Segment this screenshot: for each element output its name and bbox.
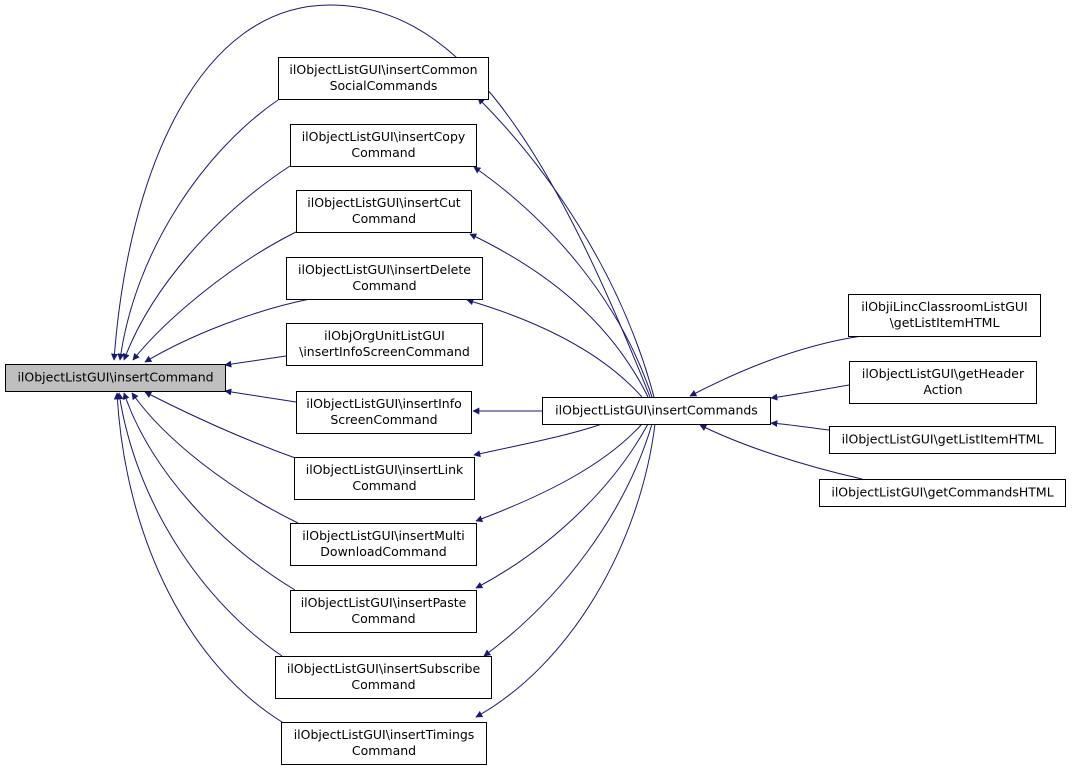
edge-insertCommands-to-insertCopyCommand	[473, 166, 653, 398]
node-getCommandsHTML[interactable]: ilObjectListGUI\getCommandsHTML	[819, 479, 1066, 507]
node-label: Command	[352, 211, 416, 226]
edge-insertLinkCommand-to-insertCommand	[144, 391, 299, 460]
edge-getCommandsHTML-to-insertCommands	[699, 424, 863, 480]
node-label: Command	[351, 611, 415, 626]
node-orgUnitInsertInfoScreenCommand[interactable]: ilObjOrgUnitListGUI\insertInfoScreenComm…	[286, 323, 483, 366]
node-label: \insertInfoScreenCommand	[299, 344, 470, 359]
edge-insertCommonSocialCommands-to-insertCommand	[117, 99, 279, 361]
edge-insertSubscribeCommand-to-insertCommand	[116, 392, 283, 657]
node-box	[849, 361, 1037, 404]
node-label: ScreenCommand	[330, 412, 437, 427]
node-label: Command	[352, 278, 416, 293]
nodes-layer: ilObjectListGUI\insertCommand ilObjectLis…	[5, 57, 1066, 765]
edge-insertMultiDownloadCommand-to-insertCommand	[131, 392, 299, 524]
node-lincGetListItemHTML[interactable]: ilObjiLincClassroomListGUI\getListItemHT…	[848, 294, 1041, 337]
node-box	[829, 426, 1056, 454]
edge-insertDeleteCommand-to-insertCommand	[144, 298, 311, 363]
node-label: ilObjectListGUI\insertPaste	[301, 595, 467, 610]
edge-insertCutCommand-to-insertCommand	[132, 231, 297, 361]
node-label: ilObjectListGUI\insertLink	[306, 462, 464, 477]
node-box	[819, 479, 1066, 507]
node-box	[275, 656, 492, 699]
node-box	[278, 57, 489, 100]
node-label: ilObjectListGUI\getHeader	[862, 366, 1025, 381]
node-box	[296, 190, 472, 233]
node-insertCommands[interactable]: ilObjectListGUI\insertCommands	[542, 397, 771, 425]
node-label: ilObjectListGUI\getCommandsHTML	[831, 485, 1053, 500]
node-box	[542, 397, 771, 425]
edge-insertPasteCommand-to-insertCommand	[122, 392, 296, 591]
node-label: ilObjectListGUI\insertCommon	[289, 62, 477, 77]
node-label: ilObjectListGUI\insertMulti	[302, 528, 464, 543]
node-label: Command	[352, 743, 416, 758]
edge-getListItemHTML-to-insertCommands	[770, 420, 830, 431]
edge-orgUnitInsertInfoScreenCommand-to-insertCommand	[224, 355, 287, 368]
node-box	[281, 722, 487, 765]
node-label: ilObjectListGUI\insertCommands	[555, 403, 758, 418]
node-box	[5, 364, 226, 392]
node-label: ilObjOrgUnitListGUI	[324, 328, 445, 343]
node-label: ilObjectListGUI\insertTimings	[294, 727, 475, 742]
node-label: ilObjectListGUI\insertCut	[307, 195, 461, 210]
node-label: ilObjectListGUI\insertCommand	[17, 370, 213, 385]
edge-insertTimingsCommand-to-insertCommand	[113, 392, 283, 723]
node-label: ilObjectListGUI\insertSubscribe	[287, 661, 481, 676]
edge-insertCommands-to-insertSubscribeCommand	[483, 423, 653, 657]
node-label: Action	[923, 382, 962, 397]
edge-insertCopyCommand-to-insertCommand	[122, 165, 291, 361]
node-box	[290, 523, 477, 566]
node-label: Command	[351, 145, 415, 160]
node-label: SocialCommands	[330, 78, 438, 93]
node-insertMultiDownloadCommand[interactable]: ilObjectListGUI\insertMultiDownloadComma…	[290, 523, 477, 566]
node-getListItemHTML[interactable]: ilObjectListGUI\getListItemHTML	[829, 426, 1056, 454]
node-box	[296, 391, 472, 434]
edge-insertCommands-to-insertTimingsCommand	[475, 423, 656, 718]
edge-lincGetListItemHTML-to-insertCommands	[689, 335, 863, 397]
node-label: ilObjiLincClassroomListGUI	[861, 299, 1028, 314]
edge-insertCommands-to-insertMultiDownloadCommand	[475, 423, 643, 523]
node-label: \getListItemHTML	[890, 315, 1000, 330]
edge-insertCommands-to-insertLinkCommand	[473, 423, 603, 458]
edge-insertCommands-to-insertDeleteCommand	[466, 298, 643, 398]
edge-insertCommands-to-insertCommonSocialCommands	[477, 97, 655, 398]
node-label: DownloadCommand	[320, 544, 446, 559]
node-box	[848, 294, 1041, 337]
node-insertCommand: ilObjectListGUI\insertCommand	[5, 364, 226, 392]
node-label: ilObjectListGUI\insertDelete	[298, 262, 471, 277]
node-box	[290, 590, 477, 633]
edge-insertCommands-to-insertCutCommand	[469, 233, 649, 398]
node-insertCommonSocialCommands[interactable]: ilObjectListGUI\insertCommonSocialComman…	[278, 57, 489, 100]
edge-getHeaderAction-to-insertCommands	[770, 384, 850, 401]
edges-layer	[110, 4, 863, 723]
node-label: ilObjectListGUI\insertInfo	[306, 396, 462, 411]
node-label: ilObjectListGUI\insertCopy	[302, 129, 466, 144]
node-box	[290, 124, 477, 167]
node-label: Command	[352, 478, 416, 493]
edge-insertCommands-to-insertPasteCommand	[475, 423, 649, 589]
node-box	[286, 323, 483, 366]
node-label: ilObjectListGUI\getListItemHTML	[842, 432, 1044, 447]
node-label: Command	[351, 677, 415, 692]
node-insertInfoScreenCommand[interactable]: ilObjectListGUI\insertInfoScreenCommand	[296, 391, 472, 434]
node-box	[286, 257, 483, 300]
node-box	[294, 457, 475, 500]
edge-insertInfoScreenCommand-to-insertCommand	[224, 388, 297, 403]
